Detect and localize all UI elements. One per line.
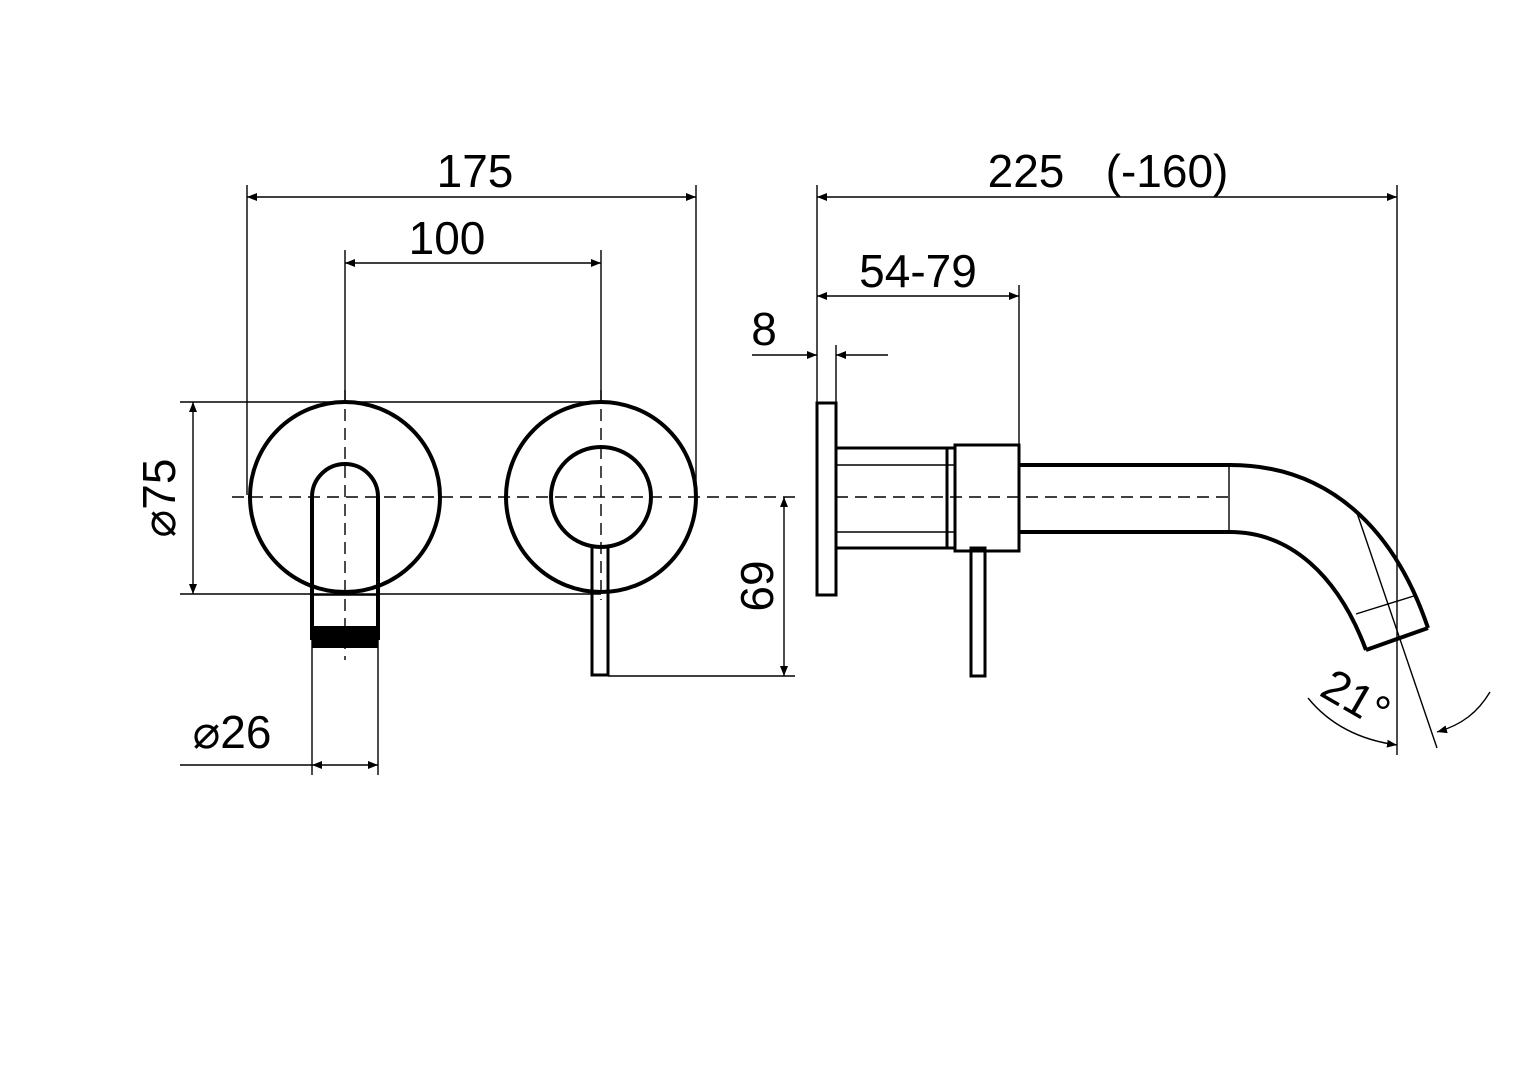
wall-plate bbox=[815, 401, 838, 597]
spout-outlet bbox=[312, 626, 378, 648]
spout-curve-outer bbox=[1229, 463, 1430, 629]
ext-angle-axis bbox=[1355, 509, 1438, 749]
label-diameter-26: ⌀26 bbox=[193, 706, 272, 758]
label-225: 225 bbox=[988, 145, 1065, 197]
lever-handle bbox=[590, 545, 610, 677]
side-lever bbox=[969, 546, 987, 678]
side-view: 225 (-160) 54-79 8 21° bbox=[751, 145, 1491, 755]
label-54-79: 54-79 bbox=[859, 245, 977, 297]
front-view: 175 100 ⌀75 69 ⌀26 bbox=[133, 145, 795, 775]
label-8: 8 bbox=[751, 303, 777, 355]
dim-arc-21-b bbox=[1436, 691, 1491, 734]
label-diameter-75: ⌀75 bbox=[133, 459, 185, 538]
cartridge-housing bbox=[953, 443, 1021, 553]
label-minus-160: (-160) bbox=[1106, 145, 1229, 197]
label-69: 69 bbox=[731, 560, 783, 611]
label-100: 100 bbox=[409, 212, 486, 264]
label-175: 175 bbox=[437, 145, 514, 197]
label-21-deg: 21° bbox=[1313, 658, 1399, 738]
dim-arc-21 bbox=[1307, 697, 1398, 748]
spout-body bbox=[310, 462, 380, 640]
spout-tip-inner bbox=[1355, 594, 1418, 615]
spout-curve-inner bbox=[1229, 530, 1368, 651]
